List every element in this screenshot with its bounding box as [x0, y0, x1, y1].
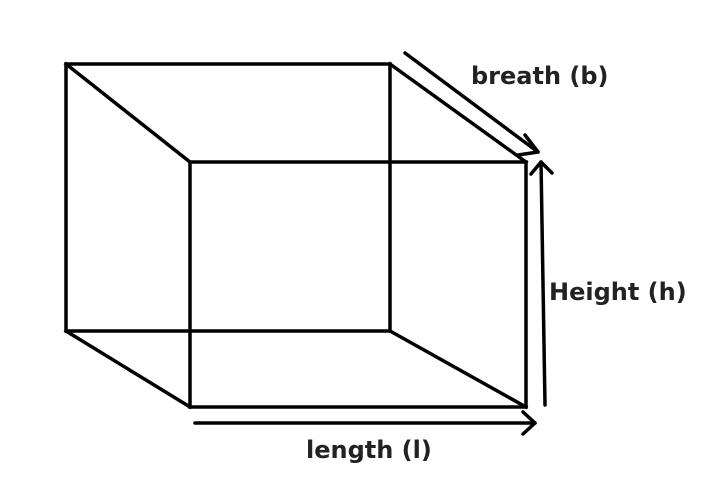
front-face: [188, 160, 528, 409]
breadth-arrow: [403, 51, 540, 157]
back-face: [64, 62, 392, 333]
edge-bottom-left: [63, 328, 193, 410]
edge-top-right: [387, 61, 529, 165]
height-arrow: [529, 160, 554, 407]
length-arrow: [193, 410, 537, 436]
edge-bottom-right: [387, 328, 529, 410]
edge-top-left: [63, 61, 193, 165]
height-label: Height (h): [549, 278, 687, 306]
length-label: length (l): [306, 436, 432, 464]
breadth-label: breath (b): [471, 62, 609, 90]
